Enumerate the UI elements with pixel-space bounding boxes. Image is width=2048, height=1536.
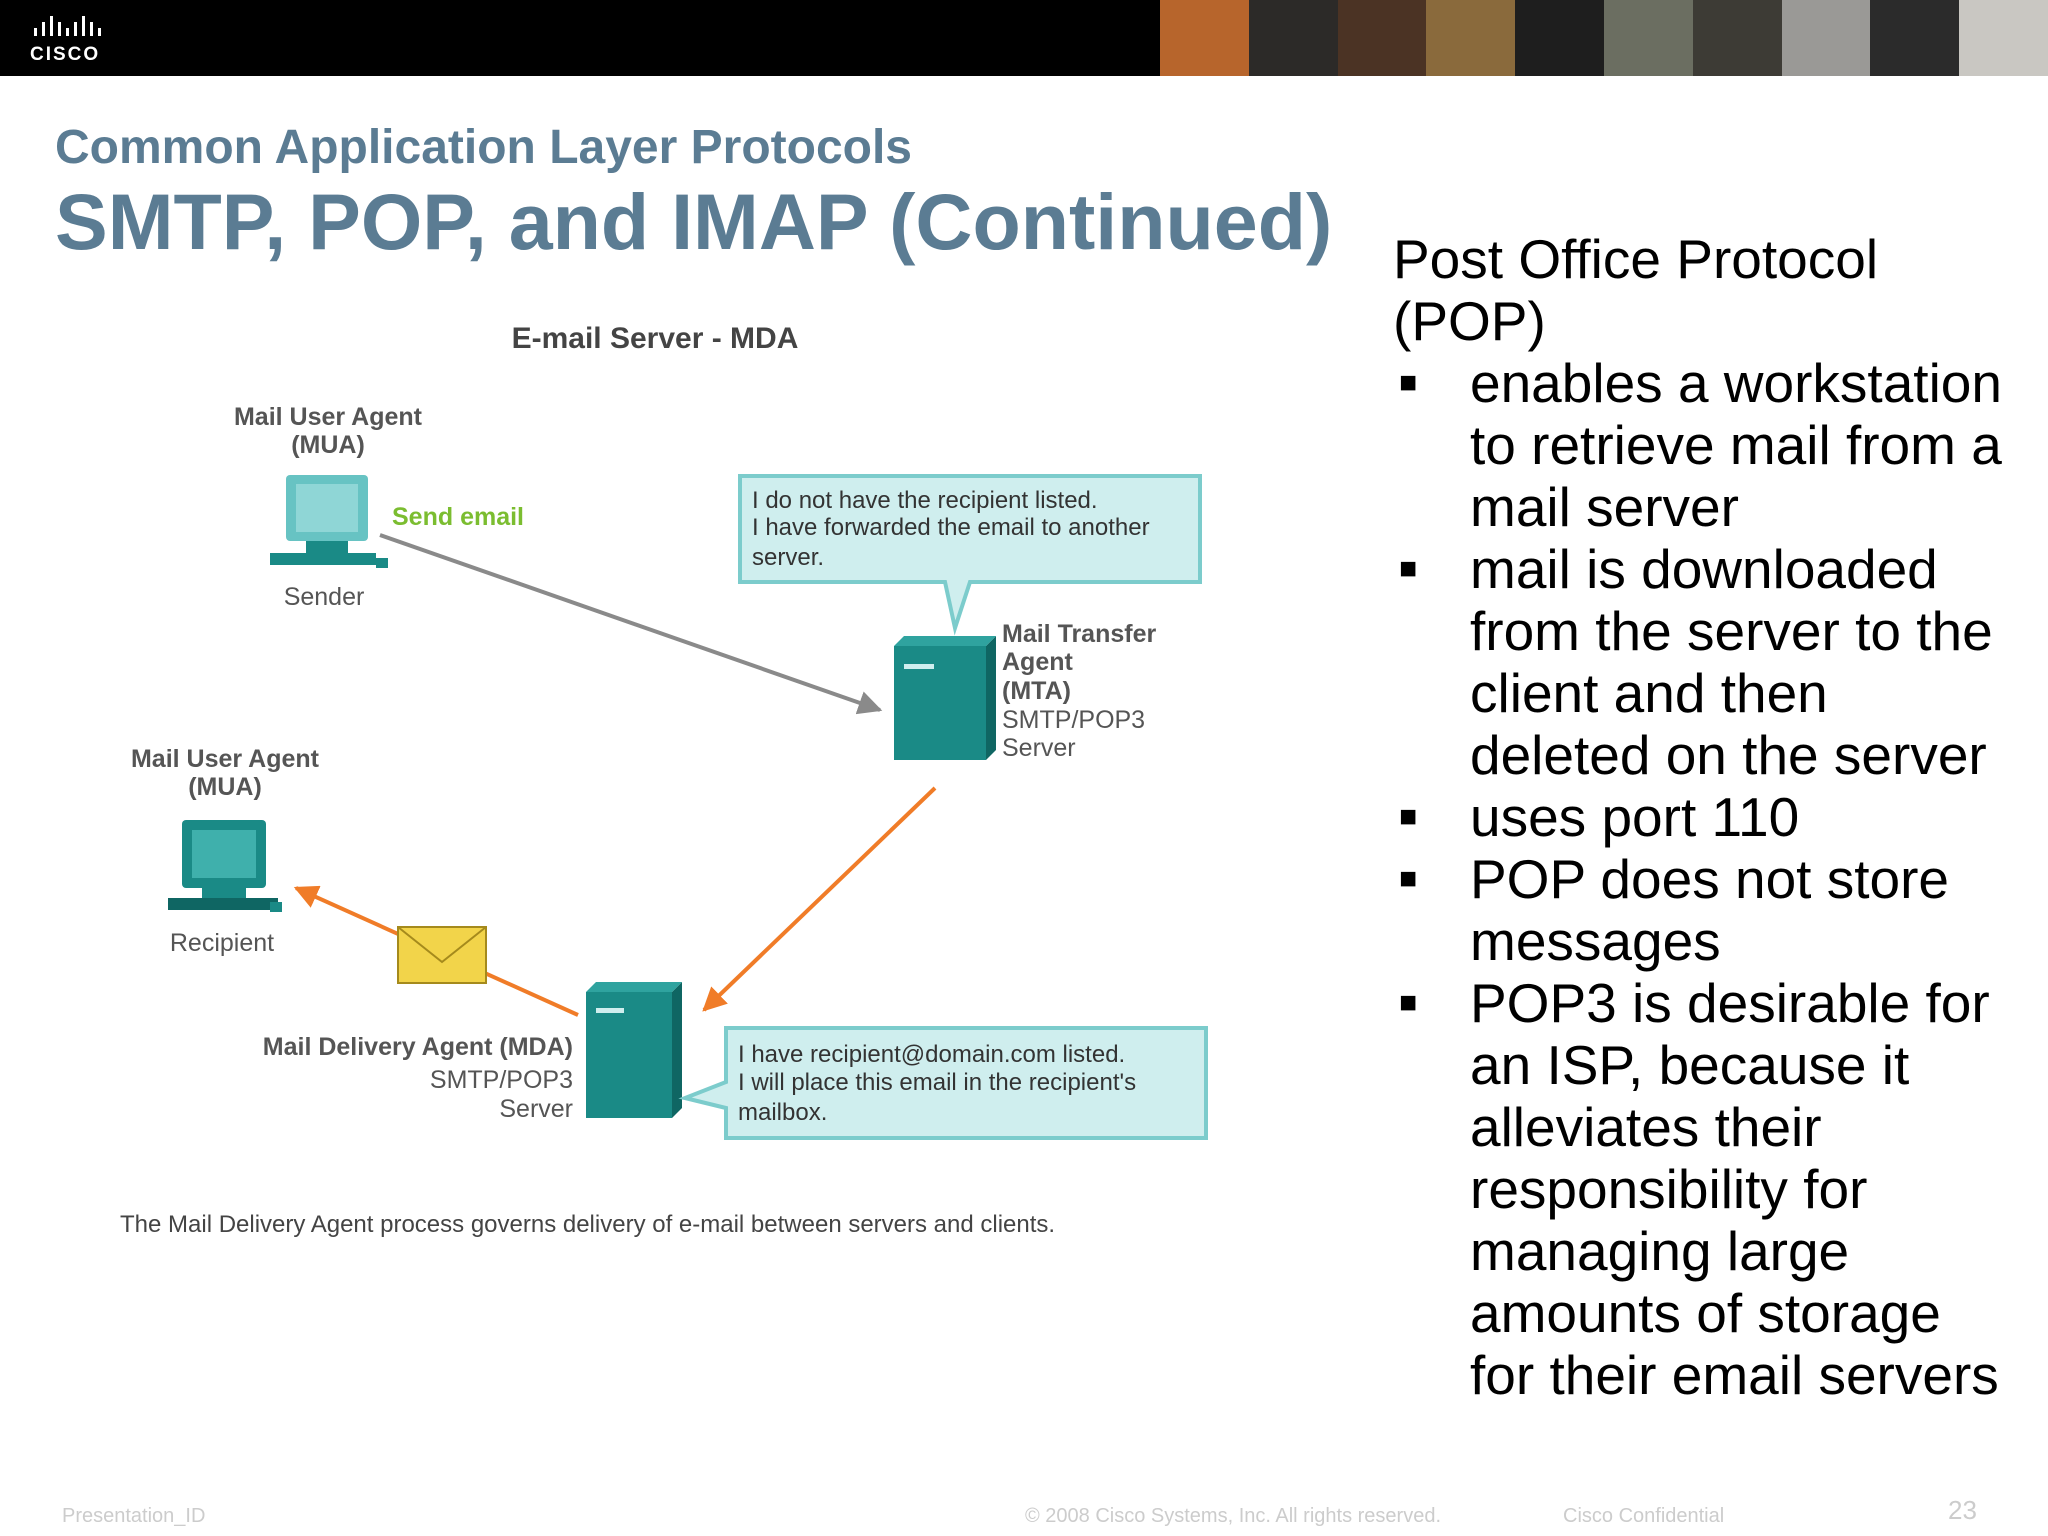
header-photo-6 bbox=[1603, 0, 1693, 76]
bullet-square-icon: ■ bbox=[1399, 986, 1418, 1019]
pop-heading-line-2: (POP) bbox=[1393, 290, 1546, 352]
header-photo-5 bbox=[1515, 0, 1604, 76]
pop-description: Post Office Protocol (POP) ■ enables a wo… bbox=[1393, 228, 2033, 1406]
header-photo-7 bbox=[1692, 0, 1782, 76]
mta-callout: I do not have the recipient listed. I ha… bbox=[738, 474, 1202, 636]
photo-strip bbox=[1160, 0, 2048, 76]
header-photo-9 bbox=[1870, 0, 1960, 76]
pop-bullet-line: messages bbox=[1470, 910, 1721, 972]
pop-bullet-line: deleted on the server bbox=[1470, 724, 1987, 786]
mta-server-icon bbox=[894, 636, 996, 760]
pop-bullet-line: uses port 110 bbox=[1470, 786, 1800, 848]
forward-arrow bbox=[702, 786, 937, 1012]
cisco-logo: CISCO bbox=[30, 14, 120, 65]
send-email-arrow bbox=[379, 533, 883, 715]
sender-computer-icon bbox=[270, 475, 388, 568]
cisco-bars-icon bbox=[34, 16, 101, 36]
mta-callout-line-2: I have forwarded the email to another bbox=[752, 514, 1150, 541]
header-photo-10 bbox=[1959, 0, 2048, 76]
send-email-label: Send email bbox=[392, 503, 524, 531]
footer-confidential: Cisco Confidential bbox=[1563, 1505, 1725, 1527]
pop-bullet-line: mail server bbox=[1470, 476, 1739, 538]
header-photo-2 bbox=[1248, 0, 1338, 76]
mda-diagram: E-mail Server - MDA Mail User Agent (MUA… bbox=[120, 322, 1208, 1238]
header-photo-3 bbox=[1337, 0, 1427, 76]
header-photo-8 bbox=[1781, 0, 1871, 76]
cisco-wordmark: CISCO bbox=[30, 44, 101, 65]
recipient-mua-label-1: Mail User Agent bbox=[131, 745, 320, 773]
mda-server-label-2: Server bbox=[499, 1095, 573, 1123]
mta-server-label-2: Server bbox=[1002, 734, 1076, 762]
pop-bullet-line: for their email servers bbox=[1470, 1344, 1999, 1406]
pop-bullet-line: alleviates their bbox=[1470, 1096, 1822, 1158]
pop-bullet-line: to retrieve mail from a bbox=[1470, 414, 2002, 476]
sender-label: Sender bbox=[284, 583, 365, 611]
pop-bullet-line: POP3 is desirable for bbox=[1470, 972, 1990, 1034]
mda-server-icon bbox=[586, 982, 682, 1118]
top-bar: CISCO bbox=[0, 0, 2048, 76]
mda-callout-line-3: mailbox. bbox=[738, 1099, 827, 1126]
recipient-mua-label-2: (MUA) bbox=[188, 773, 262, 801]
mda-callout-line-1: I have recipient@domain.com listed. bbox=[738, 1041, 1125, 1068]
mta-server-label-1: SMTP/POP3 bbox=[1002, 706, 1145, 734]
bullet-square-icon: ■ bbox=[1399, 366, 1418, 399]
pop-bullet-line: from the server to the bbox=[1470, 600, 1993, 662]
mda-callout: I have recipient@domain.com listed. I wi… bbox=[678, 1026, 1208, 1140]
header-photo-1 bbox=[1160, 0, 1249, 76]
bullet-square-icon: ■ bbox=[1399, 862, 1418, 895]
pop-bullet-line: an ISP, because it bbox=[1470, 1034, 1910, 1096]
pop-bullet-line: responsibility for bbox=[1470, 1158, 1868, 1220]
page-number: 23 bbox=[1948, 1495, 1977, 1525]
mda-server-label-1: SMTP/POP3 bbox=[430, 1066, 573, 1094]
mda-callout-line-2: I will place this email in the recipient… bbox=[738, 1069, 1136, 1096]
recipient-computer-icon bbox=[168, 820, 282, 912]
mta-label-1: Mail Transfer bbox=[1002, 620, 1156, 648]
pop-bullet-line: POP does not store bbox=[1470, 848, 1949, 910]
mda-label: Mail Delivery Agent (MDA) bbox=[263, 1033, 573, 1061]
pop-bullet-line: managing large bbox=[1470, 1220, 1850, 1282]
envelope-icon bbox=[397, 926, 487, 984]
pop-bullet-line: enables a workstation bbox=[1470, 352, 2002, 414]
pop-bullet-line: mail is downloaded bbox=[1470, 538, 1938, 600]
footer-copyright: © 2008 Cisco Systems, Inc. All rights re… bbox=[1025, 1505, 1442, 1527]
slide-subtitle: Common Application Layer Protocols bbox=[55, 121, 912, 174]
sender-mua-label-1: Mail User Agent bbox=[234, 403, 423, 431]
mta-label-3: (MTA) bbox=[1002, 677, 1071, 705]
bullet-square-icon: ■ bbox=[1399, 552, 1418, 585]
header-photo-4 bbox=[1426, 0, 1516, 76]
pop-bullet-item: ■ uses port 110 bbox=[1393, 786, 2033, 848]
diagram-heading: E-mail Server - MDA bbox=[512, 322, 799, 355]
sender-mua-label-2: (MUA) bbox=[291, 431, 365, 459]
footer-presentation-id: Presentation_ID bbox=[62, 1505, 206, 1527]
recipient-label: Recipient bbox=[170, 929, 274, 957]
diagram-caption: The Mail Delivery Agent process governs … bbox=[120, 1211, 1055, 1238]
pop-bullet-line: client and then bbox=[1470, 662, 1828, 724]
pop-bullet-line: amounts of storage bbox=[1470, 1282, 1941, 1344]
slide-title: SMTP, POP, and IMAP (Continued) bbox=[55, 177, 1333, 266]
mta-callout-line-3: server. bbox=[752, 544, 824, 571]
mta-callout-line-1: I do not have the recipient listed. bbox=[752, 487, 1098, 514]
pop-heading-line-1: Post Office Protocol bbox=[1393, 228, 1879, 290]
bullet-square-icon: ■ bbox=[1399, 800, 1418, 833]
mta-label-2: Agent bbox=[1002, 648, 1074, 676]
